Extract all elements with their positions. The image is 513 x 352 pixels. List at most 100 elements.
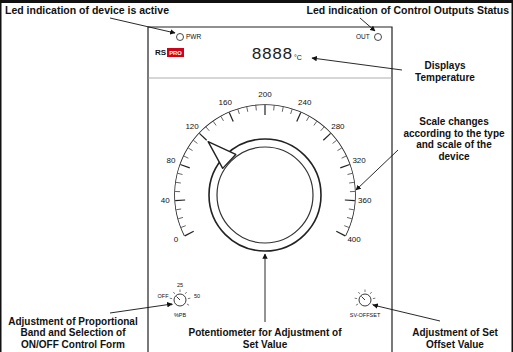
brand-logo: PRO [169, 49, 182, 56]
scale-number: 200 [258, 90, 271, 99]
trim-pot [359, 294, 371, 306]
scale-number: 0 [174, 236, 178, 245]
scale-tick [185, 231, 194, 236]
trim-pot-tick [173, 292, 175, 294]
frame-edge [512, 0, 513, 352]
callout-text: Led indication of device is active [5, 4, 169, 16]
pot-scale: OFF [158, 293, 169, 299]
pot-label: SV-OFFSET [350, 312, 381, 318]
scale-tick [291, 109, 293, 114]
scale-tick [176, 208, 181, 210]
scale-tick [178, 173, 183, 174]
set-value-dial [174, 104, 356, 251]
scale-tick [321, 127, 324, 131]
scale-tick [297, 112, 301, 121]
scale-tick [307, 116, 309, 120]
display-digits: 8888 [252, 45, 293, 65]
trim-pot-slot [362, 297, 366, 301]
trim-pot-tick [373, 298, 375, 299]
scale-tick [180, 165, 189, 168]
scale-tick [342, 156, 347, 158]
callout-text: Potentiometer for Adjustment of Set Valu… [185, 327, 345, 350]
scale-tick [273, 105, 275, 110]
scale-tick [264, 105, 265, 115]
scale-tick [229, 112, 233, 121]
knob-ring [209, 139, 321, 251]
scale-tick [347, 173, 352, 174]
scale-number: 320 [352, 157, 365, 166]
trim-pot-tick [356, 304, 358, 305]
scale-tick [345, 199, 355, 201]
scale-number: 160 [219, 99, 232, 108]
scale-number: 360 [358, 197, 371, 206]
scale-number: 400 [347, 236, 360, 245]
scale-tick [333, 140, 337, 143]
scale-tick [282, 107, 283, 112]
trim-pot-tick [180, 290, 181, 293]
scale-tick [337, 148, 341, 151]
leader-line [110, 304, 172, 313]
pwr-led [177, 34, 184, 41]
scale-tick [247, 107, 248, 112]
scale-tick [238, 109, 240, 114]
out-led [375, 34, 382, 41]
scale-tick [221, 116, 223, 120]
unit-label: °C [294, 54, 302, 62]
scale-tick [199, 133, 206, 140]
scale-tick [323, 133, 330, 140]
scale-tick [340, 165, 349, 168]
logo-box [167, 48, 184, 57]
pot-scale: 25 [177, 282, 183, 288]
led-label: OUT [356, 33, 370, 40]
leader-line [356, 150, 398, 190]
knob-cap [217, 147, 313, 243]
trim-pot-tick [358, 292, 360, 294]
trim-pot-tick [185, 292, 187, 294]
leader-line [312, 58, 402, 70]
callout-text: Led indication of Control Outputs Status [283, 4, 509, 16]
trim-pot-tick [188, 298, 190, 299]
scale-number: 280 [331, 122, 344, 131]
scale-tick [178, 217, 183, 218]
top-bar [0, 0, 513, 3]
brand-logo: RS [155, 48, 166, 57]
scale-tick [255, 105, 257, 110]
trim-pot-tick [170, 298, 172, 299]
callout-text: Displays Temperature [405, 60, 485, 83]
panel-outline [148, 27, 392, 352]
scale-tick [349, 182, 354, 184]
scale-tick [336, 231, 345, 236]
scale-tick [181, 226, 186, 228]
pot-label: %PB [174, 312, 186, 318]
scale-tick [347, 217, 352, 218]
trim-pot-tick [355, 298, 357, 299]
callout-text: Adjustment of Proportional Band and Sele… [1, 316, 145, 351]
callout-text: Adjustment of Set Offset Value [402, 327, 508, 350]
leader-line [360, 18, 375, 31]
frame-edge [0, 0, 2, 352]
scale-tick [344, 226, 349, 228]
scale-tick [314, 121, 317, 125]
led-label: PWR [186, 33, 201, 40]
scale-number: 120 [185, 122, 198, 131]
offset-potentiometer [355, 290, 376, 307]
trim-pot-tick [370, 292, 372, 294]
trim-pot-tick [187, 304, 189, 305]
scale-tick [175, 199, 185, 201]
scale-number: 80 [166, 157, 175, 166]
panel-divider [148, 78, 392, 79]
scale-number: 40 [161, 197, 170, 206]
scale-number: 240 [298, 99, 311, 108]
scale-tick [349, 208, 354, 210]
scale-tick [176, 182, 181, 184]
trim-pot [174, 294, 186, 306]
scale-tick [213, 121, 216, 125]
scale-tick [350, 191, 355, 192]
pot-scale: 50 [194, 293, 200, 299]
leader-line [265, 254, 266, 322]
scale-tick [188, 148, 192, 151]
scale-tick [206, 127, 209, 131]
scale-tick [184, 156, 189, 158]
